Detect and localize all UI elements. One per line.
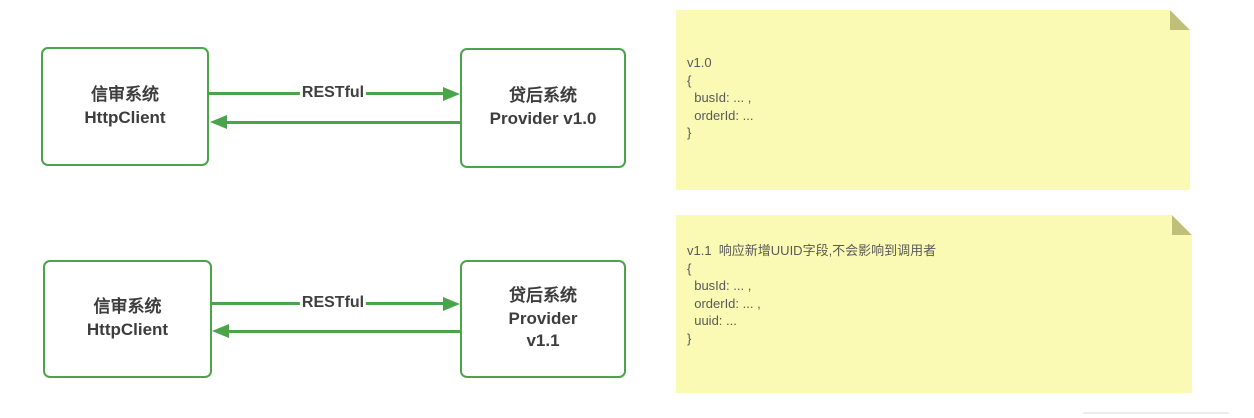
client-box-row2: 信审系统 HttpClient (43, 260, 212, 378)
provider-box-row2-label: 贷后系统 Provider v1.1 (508, 285, 578, 351)
cropped-shape-top-edge (1083, 412, 1229, 417)
response-arrow-line-row1 (226, 121, 460, 124)
request-arrowhead-row2 (443, 297, 460, 311)
provider-box-row2: 贷后系统 Provider v1.1 (460, 260, 626, 378)
note-v1-0-text: v1.0 { busId: ... , orderId: ... } (687, 55, 754, 140)
folded-corner-icon (1170, 10, 1190, 30)
response-arrowhead-row1 (210, 115, 227, 129)
request-arrow-label-row1: RESTful (299, 84, 367, 102)
response-arrowhead-row2 (212, 324, 229, 338)
note-v1-1: v1.1 响应新增UUID字段,不会影响到调用者 { busId: ... , … (676, 215, 1192, 393)
client-box-row1: 信审系统 HttpClient (41, 47, 209, 166)
folded-corner-icon (1172, 215, 1192, 235)
request-arrow-label-row2: RESTful (299, 294, 367, 312)
client-box-row2-label: 信审系统 HttpClient (86, 297, 169, 339)
client-box-row1-label: 信审系统 HttpClient (84, 84, 166, 127)
request-arrowhead-row1 (443, 87, 460, 101)
note-v1-1-text: v1.1 响应新增UUID字段,不会影响到调用者 { busId: ... , … (687, 243, 937, 346)
response-arrow-line-row2 (228, 330, 460, 333)
provider-box-row1-label: 贷后系统 Provider v1.0 (489, 86, 597, 128)
note-v1-0: v1.0 { busId: ... , orderId: ... } (676, 10, 1190, 190)
provider-box-row1: 贷后系统 Provider v1.0 (460, 48, 626, 168)
